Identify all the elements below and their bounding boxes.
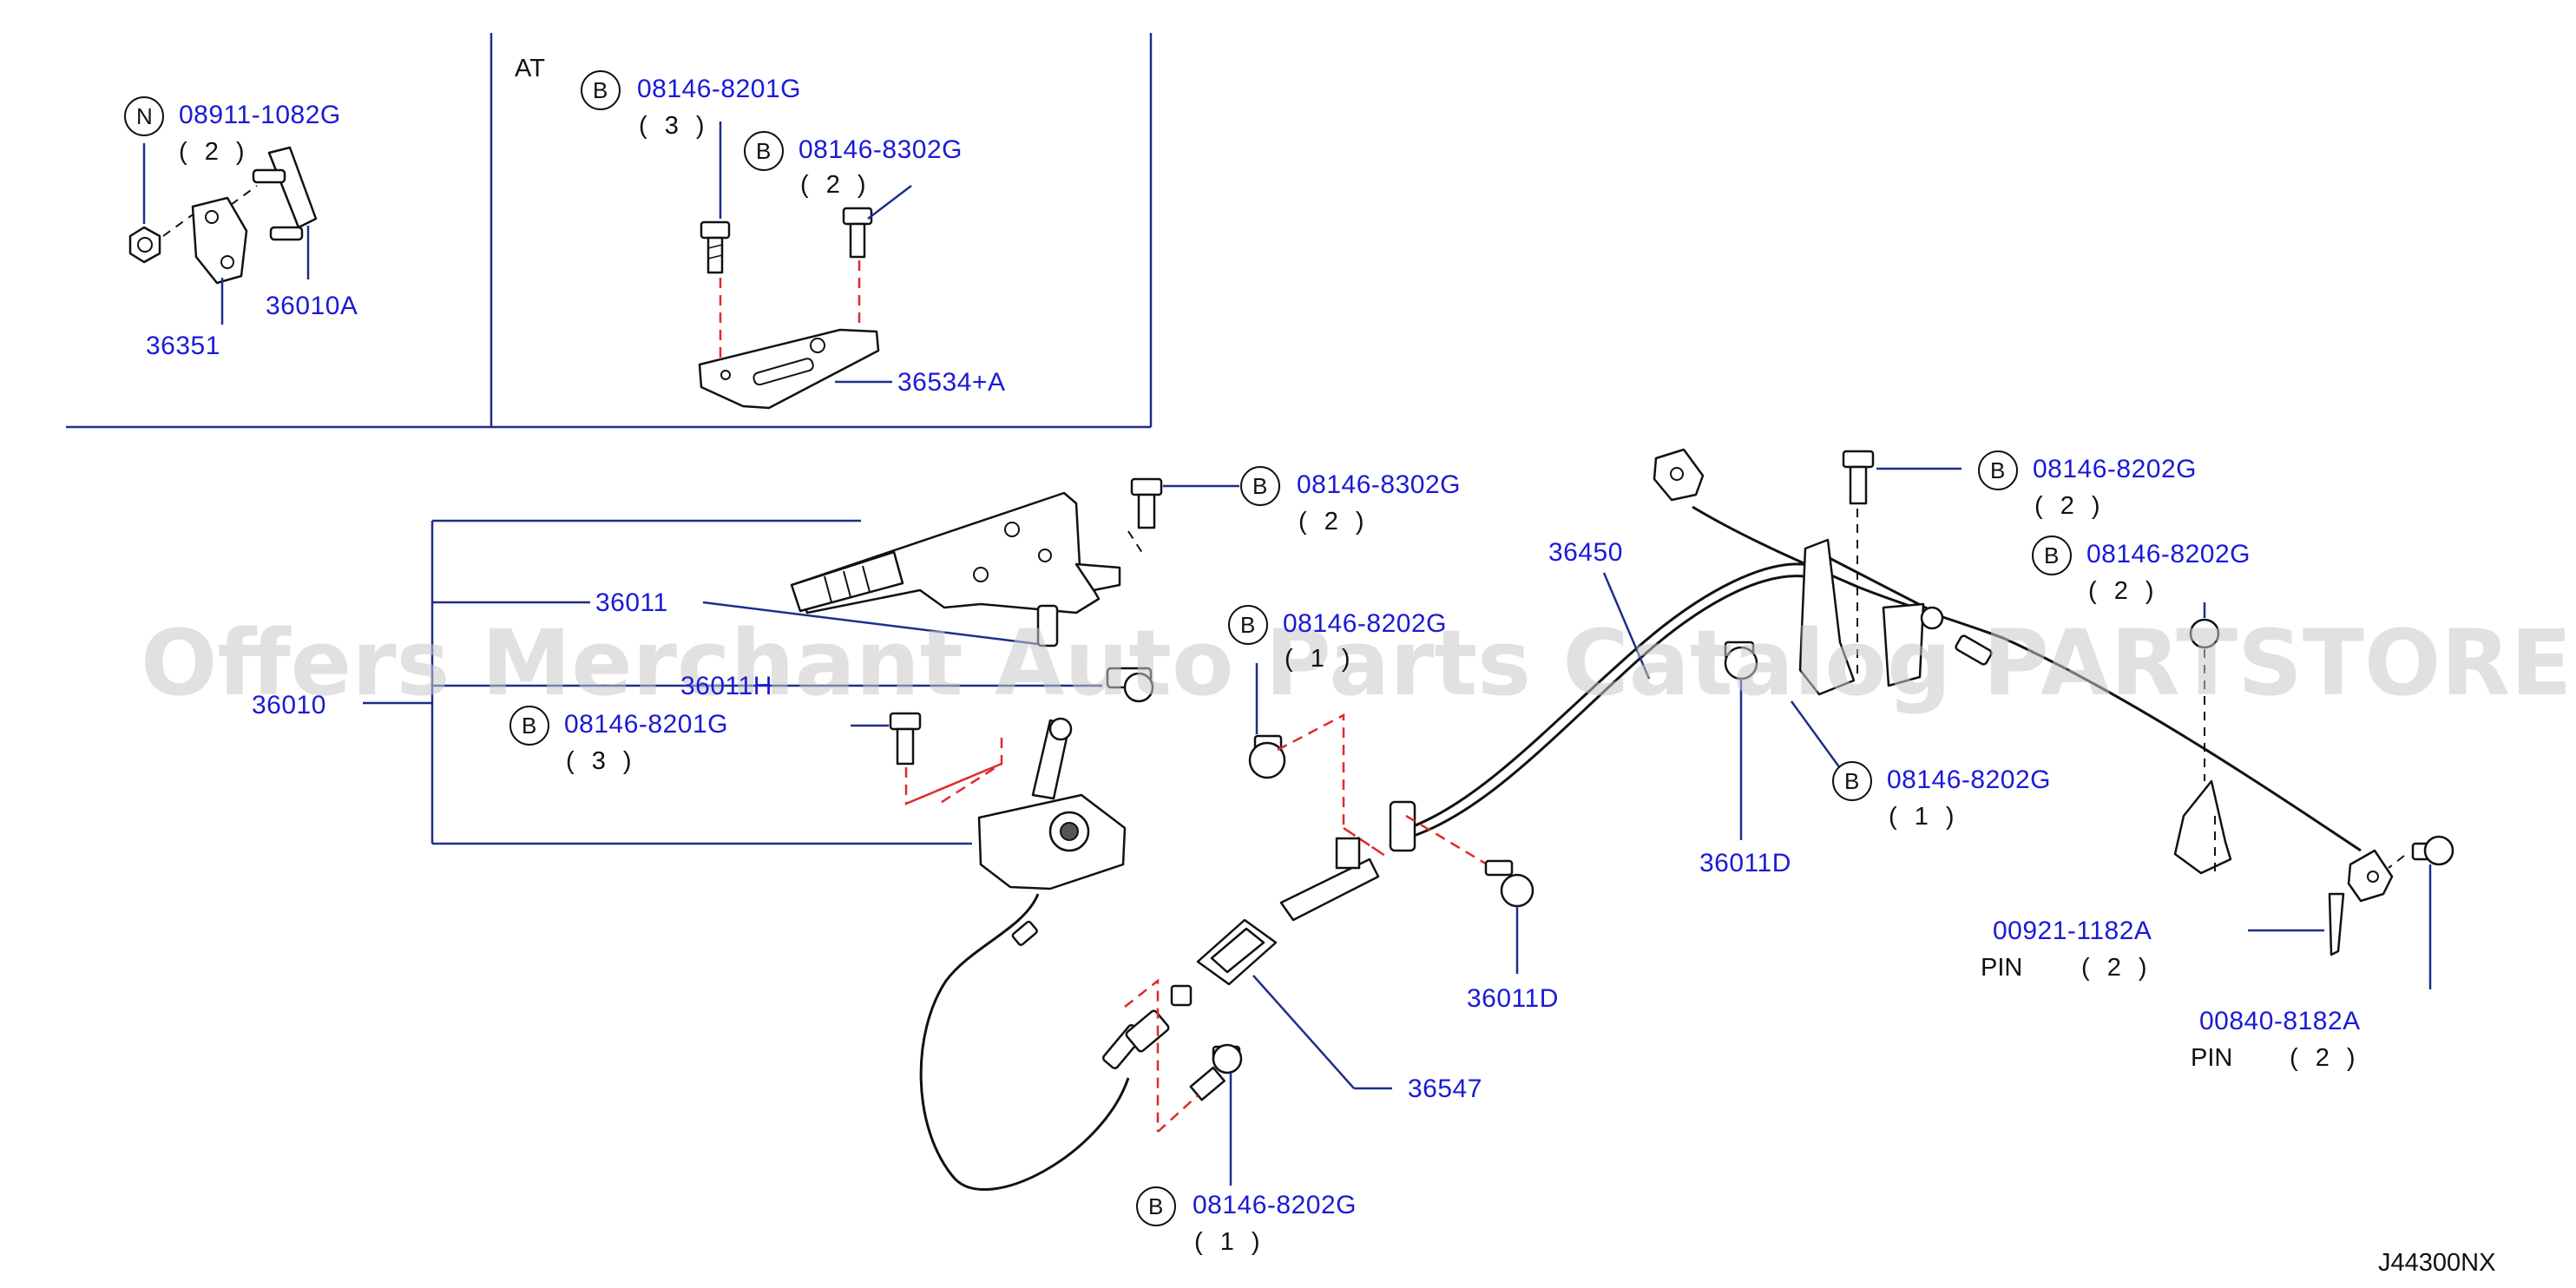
part-08146-8202G-mid[interactable]: 08146-8202G (1283, 609, 1447, 638)
cable-end-front (1279, 800, 1416, 922)
qty-at-08146-8201G: ( 3 ) (639, 112, 710, 140)
at-bolt-right (842, 207, 873, 259)
part-at-08146-8201G[interactable]: 08146-8201G (637, 75, 801, 103)
grommet-36547 (1196, 918, 1278, 986)
qty-00840-8182A: ( 2 ) (2290, 1044, 2361, 1072)
qty-08146-8302G: ( 2 ) (1298, 508, 1370, 536)
part-08146-8302G[interactable]: 08146-8302G (1297, 470, 1461, 499)
part-08146-8202G-r3[interactable]: 08146-8202G (1887, 766, 2051, 794)
bolt-36011D-lower (1484, 859, 1534, 908)
pin-label-00840: PIN (2191, 1044, 2232, 1072)
callout-at-b-8201G[interactable]: B (581, 70, 621, 110)
callout-at-b-8302G[interactable]: B (744, 131, 784, 171)
svg-text:N: N (136, 103, 153, 129)
at-plate-36534A (698, 328, 880, 410)
qty-08146-8202G-mid: ( 1 ) (1285, 645, 1356, 673)
callout-b-8201G-main[interactable]: B (509, 706, 549, 746)
callout-b-8202G-bottom[interactable]: B (1136, 1186, 1176, 1226)
part-36010A[interactable]: 36010A (266, 292, 358, 320)
equalizer-bracket (977, 717, 1127, 890)
part-08146-8202G-r1[interactable]: 08146-8202G (2033, 455, 2197, 483)
bolt-08146-8202G-mid (1248, 734, 1286, 779)
svg-text:B: B (1990, 457, 2005, 483)
svg-text:B: B (593, 77, 608, 103)
rear-bracket-lower (2173, 779, 2232, 875)
part-36010[interactable]: 36010 (252, 691, 326, 720)
watermark: Offers Merchant Auto Parts Catalog PARTS… (141, 610, 2576, 716)
part-at-08146-8302G[interactable]: 08146-8302G (798, 135, 963, 164)
bolt-36011D-upper (1724, 641, 1758, 680)
svg-text:B: B (2044, 542, 2059, 568)
part-36011H[interactable]: 36011H (680, 672, 772, 700)
callout-b-8202G-r2[interactable]: B (2032, 536, 2072, 575)
pin-00840 (2411, 835, 2454, 866)
part-08146-8202G-r2[interactable]: 08146-8202G (2086, 540, 2251, 568)
pin-label-00921: PIN (1981, 954, 2022, 982)
svg-text:B: B (522, 713, 536, 739)
stud-bracket-36010A-part (252, 146, 318, 241)
part-36351[interactable]: 36351 (146, 332, 220, 360)
svg-text:B: B (756, 138, 771, 164)
part-36011[interactable]: 36011 (595, 588, 668, 617)
inset-at-label: AT (515, 55, 545, 82)
diagram-code: J44300NX (2378, 1249, 2495, 1277)
rear-bracket-upper (1798, 538, 1993, 696)
callout-b-8302G-main[interactable]: B (1240, 466, 1280, 506)
bolt-36011-bolt (1106, 667, 1154, 703)
bolt-r2 (2189, 618, 2220, 649)
rear-end-fitting-left (1653, 448, 1705, 502)
part-36011D-lower[interactable]: 36011D (1467, 984, 1559, 1013)
callout-n-08911-1082G[interactable]: N (124, 96, 164, 136)
pin-00921 (2328, 892, 2345, 956)
part-36450[interactable]: 36450 (1548, 538, 1623, 567)
group-bracket-36010 (363, 519, 1102, 845)
at-bolt-left (700, 220, 731, 274)
svg-text:B: B (1148, 1193, 1163, 1219)
qty-08146-8202G-r3: ( 1 ) (1889, 803, 1960, 831)
qty-at-08146-8302G: ( 2 ) (800, 171, 871, 199)
bolt-r1 (1842, 450, 1875, 505)
part-36011D-upper[interactable]: 36011D (1699, 849, 1791, 877)
svg-text:B: B (1252, 473, 1267, 499)
callout-b-8202G-r3[interactable]: B (1832, 761, 1872, 801)
part-00921-1182A[interactable]: 00921-1182A (1993, 917, 2152, 945)
inset-frames (66, 33, 1153, 429)
part-08146-8202G-bottom[interactable]: 08146-8202G (1193, 1191, 1357, 1219)
rear-end-fitting-right (2347, 849, 2394, 903)
part-36534A[interactable]: 36534+A (897, 368, 1005, 397)
bolt-08146-8302G-main (1130, 477, 1163, 529)
part-08146-8201G[interactable]: 08146-8201G (564, 710, 728, 739)
qty-08146-8202G-bottom: ( 1 ) (1194, 1228, 1265, 1256)
qty-08911-1082G: ( 2 ) (179, 138, 250, 166)
clip-and-bolt-lower (1125, 984, 1243, 1101)
bolt-08146-8201G-main (889, 712, 922, 766)
callout-b-8202G-mid[interactable]: B (1228, 605, 1268, 645)
part-00840-8182A[interactable]: 00840-8182A (2199, 1007, 2361, 1035)
qty-08146-8202G-r1: ( 2 ) (2034, 492, 2106, 520)
qty-00921-1182A: ( 2 ) (2081, 954, 2152, 982)
callout-b-8202G-r1[interactable]: B (1978, 450, 2018, 490)
svg-text:B: B (1240, 612, 1255, 638)
qty-08146-8201G: ( 3 ) (566, 747, 637, 775)
parking-brake-lever (790, 491, 1121, 614)
switch-36011H-part (1036, 604, 1059, 647)
nut-part (128, 226, 161, 264)
part-08911-1082G[interactable]: 08911-1082G (179, 101, 341, 129)
qty-08146-8202G-r2: ( 2 ) (2088, 577, 2159, 605)
part-36547[interactable]: 36547 (1408, 1074, 1482, 1103)
svg-text:B: B (1844, 768, 1859, 794)
plate-36351-part (191, 196, 248, 285)
